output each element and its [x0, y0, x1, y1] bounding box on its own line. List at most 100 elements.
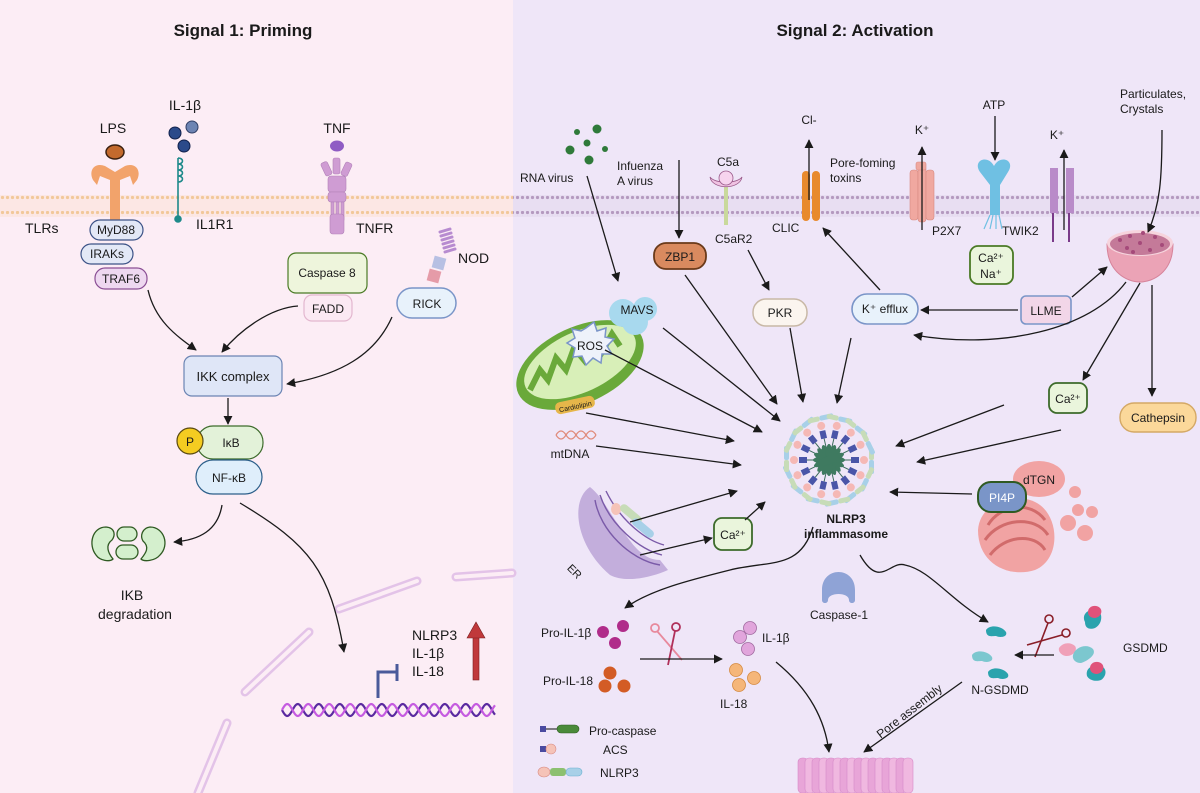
pore-subunit: [902, 757, 914, 793]
particulates-label-2: Crystals: [1120, 102, 1163, 116]
il1b-molecule-icon: [177, 139, 191, 153]
mtdna-icon: [555, 430, 597, 440]
dtgn-label: dTGN: [1023, 473, 1055, 487]
ca-er-label: Ca²⁺: [720, 528, 746, 542]
inflammasome-label-1: NLRP3: [826, 512, 866, 526]
ikb-degradation-label-2: degradation: [98, 606, 172, 622]
mtdna-label: mtDNA: [551, 447, 590, 461]
llme-box: [1020, 295, 1072, 325]
fadd-box: [303, 294, 353, 322]
ikb-label: IκB: [222, 436, 239, 450]
c5ar2-receptor-icon: [709, 170, 743, 225]
k-ion-label-2: K⁺: [1050, 128, 1064, 142]
dna-helix-icon: [281, 702, 496, 718]
pro-il18-icon: [598, 666, 631, 693]
ca-lysosome-label: Ca²⁺: [1055, 392, 1081, 406]
ikk-complex-label: IKK complex: [197, 369, 270, 384]
p2x7-label: P2X7: [932, 224, 962, 238]
signal2-arrows: [585, 116, 1163, 753]
ca-er-box: [713, 517, 753, 551]
dtgn-blob: [1013, 461, 1065, 497]
cl-ion-label: Cl-: [801, 113, 816, 127]
n-gsdmd-label: N-GSDMD: [971, 683, 1029, 697]
nlrp3-inflammasome-icon: [783, 413, 875, 507]
il18-mature-icon: [729, 663, 761, 692]
promoter-icon: [376, 664, 399, 698]
pi4p-box: [977, 481, 1027, 513]
proteasome-icon: [91, 526, 166, 562]
pore-toxins-label-2: toxins: [830, 171, 861, 185]
ca-na-ion-box: [969, 245, 1014, 285]
caspase8-box: [287, 252, 368, 294]
gsdmd-scissors-icon: [1026, 614, 1071, 658]
gsdmd-label: GSDMD: [1123, 641, 1168, 655]
tlrs-label: TLRs: [25, 220, 58, 236]
legend-acs-swatch: [540, 743, 557, 755]
ros-label: ROS: [577, 339, 603, 353]
iraks-label: IRAKs: [90, 247, 124, 261]
caspase1-label: Caspase-1: [810, 608, 868, 622]
inflammasome-spoke: [790, 465, 825, 502]
rick-label: RICK: [413, 297, 442, 311]
signal1-arrows: [147, 289, 393, 653]
ca-lysosome-box: [1048, 382, 1088, 414]
pro-il1b-icon: [597, 620, 629, 649]
na-ion-label: Na⁺: [980, 267, 1002, 281]
cathepsin-box: [1119, 402, 1197, 433]
legend-procaspase-swatch: [540, 724, 580, 734]
pro-il1b-label: Pro-IL-1β: [541, 626, 591, 640]
gsdmd-pore-icon: [797, 757, 914, 793]
inflammasome-core: [814, 452, 844, 468]
legend: Pro-caspase ACS NLRP3: [537, 724, 657, 780]
traf6-box: [94, 267, 148, 290]
rna-virus-icon: [565, 124, 608, 165]
il1r1-label: IL1R1: [196, 216, 234, 232]
nfkb-label: NF-κB: [212, 471, 246, 485]
fadd-label: FADD: [312, 302, 344, 316]
nod-label: NOD: [458, 250, 489, 266]
phospho-label: P: [186, 435, 194, 449]
clic-label: CLIC: [772, 221, 800, 235]
plasma-membrane-right: [513, 195, 1200, 217]
influenza-label-1: Infuenza: [617, 159, 663, 173]
tnf-label: TNF: [323, 120, 350, 136]
iraks-box: [80, 243, 134, 265]
clic-channel-icon: [802, 171, 820, 221]
il1r1-receptor-icon: [174, 157, 184, 223]
pro-il18-label: Pro-IL-18: [543, 674, 593, 688]
legend-acs-label: ACS: [603, 743, 628, 757]
il1b-molecule-icon: [168, 126, 182, 140]
plasma-membrane-left: [0, 195, 513, 217]
tnfr-receptor-icon: [320, 157, 353, 235]
panel-title-signal1: Signal 1: Priming: [174, 21, 313, 40]
p2x7-channel-icon: [909, 161, 935, 223]
traf6-label: TRAF6: [102, 272, 140, 286]
il1b-mature-icon: [733, 621, 757, 656]
inflammasome-spoke: [783, 428, 823, 457]
rna-virus-label: RNA virus: [520, 171, 573, 185]
zbp1-box: [653, 242, 707, 270]
llme-label: LLME: [1030, 304, 1061, 318]
nod-receptor-icon: [426, 227, 457, 284]
il1b-ligand-label: IL-1β: [169, 97, 201, 113]
cathepsin-label: Cathepsin: [1131, 411, 1185, 425]
ikb-degradation-label-1: IKB: [121, 587, 144, 603]
er-icon: [578, 487, 668, 580]
myd88-label: MyD88: [97, 223, 135, 237]
n-gsdmd-icon: [972, 626, 1009, 679]
gene-il18-label: IL-18: [412, 663, 444, 679]
twik2-label: TWIK2: [1002, 224, 1039, 238]
il1b-mature-label: IL-1β: [762, 631, 790, 645]
rick-box: [396, 287, 457, 319]
myd88-box: [89, 219, 144, 241]
tnf-molecule-icon: [330, 140, 344, 152]
pkr-label: PKR: [768, 306, 793, 320]
k-efflux-box: [851, 293, 919, 325]
caspase8-label: Caspase 8: [298, 266, 356, 280]
ros-burst-icon: [565, 320, 616, 367]
panel-title-signal2: Signal 2: Activation: [776, 21, 933, 40]
zbp1-label: ZBP1: [665, 250, 695, 264]
legend-nlrp3-swatch: [537, 766, 583, 778]
gene-nlrp3-label: NLRP3: [412, 627, 457, 643]
